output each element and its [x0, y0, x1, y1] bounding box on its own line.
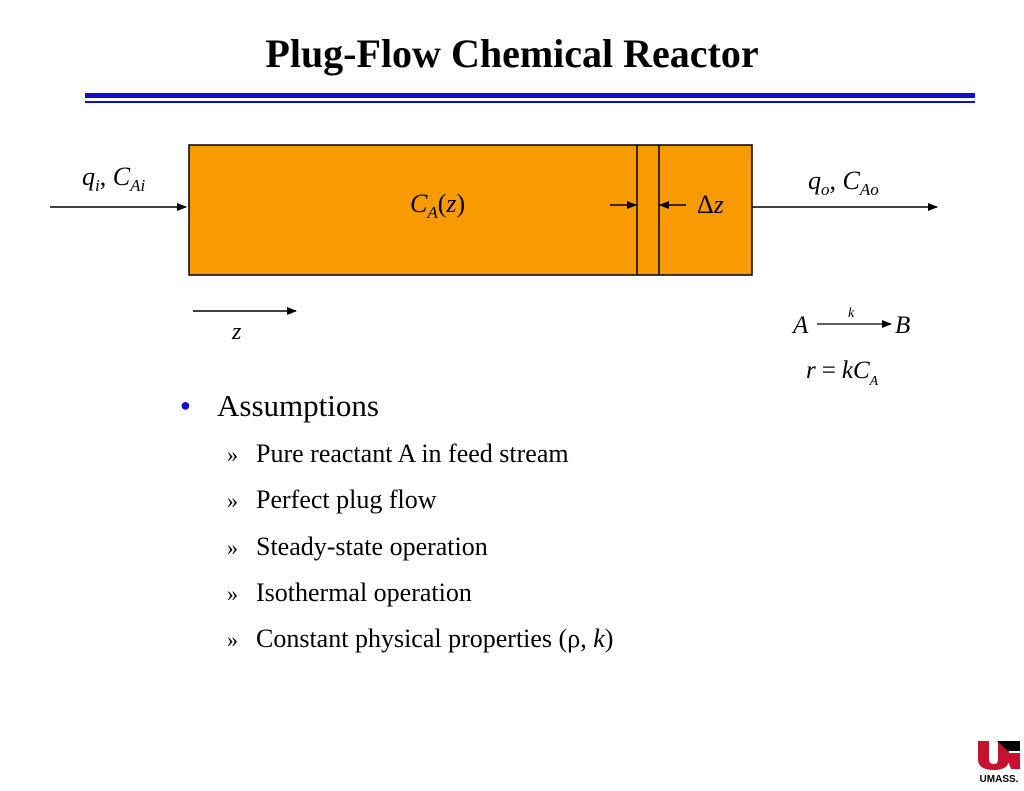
title-rule-thick: [85, 93, 975, 98]
list-item: »Isothermal operation: [227, 578, 472, 607]
reactor-diagram: qi, CAi CA(z) Δz qo, CAo z A k B r=kCA: [50, 144, 938, 389]
umass-logo: UMASS.: [977, 739, 1021, 785]
reactor-vessel: [188, 144, 753, 276]
list-item: »Steady-state operation: [227, 532, 488, 561]
list-item: »Pure reactant A in feed stream: [227, 439, 569, 468]
list-item: »Perfect plug flow: [227, 485, 437, 514]
sub-bullet-icon: »: [227, 488, 238, 513]
sub-bullet-icon: »: [227, 442, 238, 467]
slice-width-label: Δz: [697, 190, 724, 219]
bullet-icon: ●: [180, 395, 191, 415]
sub-bullet-icon: »: [227, 535, 238, 560]
axial-coordinate-label: z: [231, 319, 242, 345]
list-item: »Constant physical properties (ρ, k): [227, 624, 614, 653]
assumptions-heading: ●Assumptions: [180, 388, 379, 423]
reactant-label: A: [791, 312, 809, 339]
sub-bullet-icon: »: [227, 627, 238, 652]
outlet-label: qo, CAo: [808, 166, 879, 199]
rate-law: r=kCA: [806, 357, 879, 389]
product-label: B: [895, 312, 910, 339]
concentration-profile-label: CA(z): [410, 189, 465, 222]
inlet-label: qi, CAi: [82, 162, 145, 195]
rate-constant-label: k: [848, 306, 855, 321]
sub-bullet-icon: »: [227, 581, 238, 606]
logo-text: UMASS.: [980, 774, 1019, 785]
page-title: Plug-Flow Chemical Reactor: [265, 31, 759, 76]
title-rule-thin: [85, 101, 975, 103]
